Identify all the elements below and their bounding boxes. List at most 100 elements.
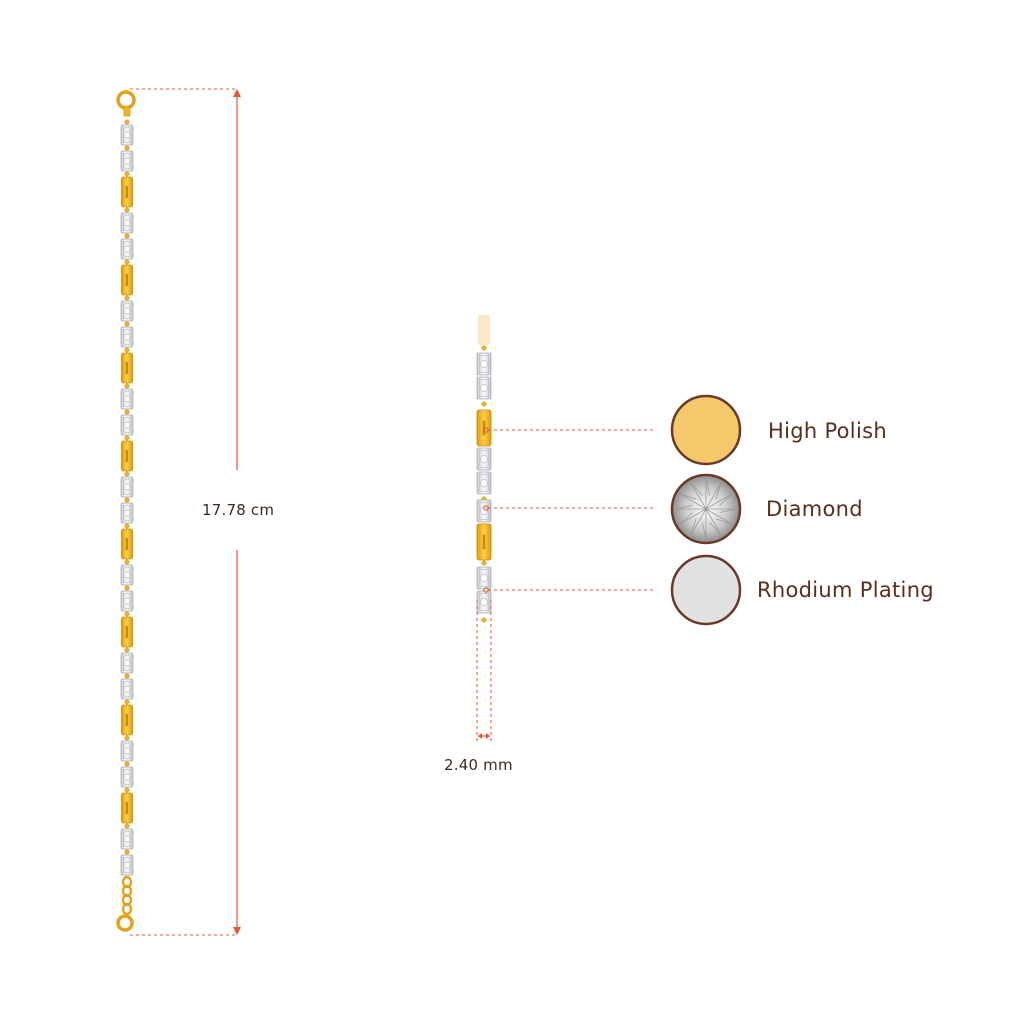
diamond-setting (479, 474, 489, 492)
diamond-facet-edge (701, 522, 707, 540)
lobster-clasp (116, 90, 136, 110)
diamond-facet-line (690, 508, 707, 536)
gold-link-detail (125, 802, 129, 814)
legend-label-diamond: Diamond (766, 497, 863, 521)
bracelet-full-view (116, 90, 136, 932)
diamond-setting (123, 831, 131, 847)
gold-link-detail (125, 450, 129, 462)
diamond-facet-edge (675, 504, 693, 510)
diamond-setting (479, 502, 489, 520)
leader-rhodium-dot (483, 587, 489, 593)
chain-connector (124, 145, 130, 151)
gold-link-detail (125, 626, 129, 638)
diamond-stone (123, 685, 131, 693)
chain-connector (124, 673, 130, 679)
chain-connector (124, 383, 130, 389)
gold-link-detail (125, 186, 129, 198)
diamond-stone (123, 509, 131, 517)
diamond-setting (123, 769, 131, 785)
diamond-setting (123, 743, 131, 759)
diamond-stone (123, 773, 131, 781)
diamond-setting (123, 215, 131, 231)
diamond-facet-line (690, 482, 707, 510)
diamond-facet-edge (690, 518, 697, 536)
diamond-stone (123, 747, 131, 755)
gold-link-detail (125, 274, 129, 286)
diamond-stone (123, 835, 131, 843)
diamond-stone (480, 360, 488, 368)
diamond-setting (123, 391, 131, 407)
diamond-setting (123, 303, 131, 319)
diamond-stone (123, 421, 131, 429)
length-arrow-top (233, 89, 241, 97)
rhodium-plating-swatch (670, 554, 742, 626)
chain-connector (124, 171, 130, 177)
chain-top-fade (478, 315, 490, 345)
diamond-setting (123, 505, 131, 521)
diamond-stone (480, 598, 488, 606)
diamond-facet-line (705, 493, 733, 510)
diamond-setting (123, 417, 131, 433)
diamond-stone (123, 571, 131, 579)
diamond-setting (479, 355, 489, 373)
chain-connector (124, 761, 130, 767)
diamond-facet-edge (679, 512, 693, 525)
diamond-stone (123, 483, 131, 491)
chain-connector (124, 849, 130, 855)
diamond-facet-edge (715, 518, 733, 525)
leader-diamond-dot (483, 505, 489, 511)
width-arrow-right (486, 733, 490, 739)
gold-link-detail (482, 534, 486, 550)
diamond-facet-line (705, 508, 722, 536)
gold-link-detail (125, 362, 129, 374)
legend-label-rhodium-plating: Rhodium Plating (757, 578, 934, 602)
chain-connector (124, 523, 130, 529)
length-label: 17.78 cm (202, 501, 275, 519)
width-dimension (476, 600, 492, 742)
chain-connector (124, 787, 130, 793)
chain-connector (124, 823, 130, 829)
chain-connector (124, 409, 130, 415)
diamond-stone (480, 479, 488, 487)
diamond-stone (123, 131, 131, 139)
chain-connector (481, 401, 487, 407)
diamond-stone (480, 384, 488, 392)
bracelet-closeup-view (476, 315, 492, 623)
chain-connector (124, 295, 130, 301)
chain-connector (481, 560, 487, 566)
diamond-setting (123, 241, 131, 257)
diamond-setting (123, 479, 131, 495)
chain-connector (481, 345, 487, 351)
chain-connector (481, 617, 487, 623)
chain-loop (121, 902, 133, 916)
chain-connector (124, 559, 130, 565)
diamond-setting (123, 593, 131, 609)
diamond-setting (479, 593, 489, 611)
chain-connector (124, 647, 130, 653)
diamond-setting (123, 153, 131, 169)
diamond-stone (123, 333, 131, 341)
width-arrow-left (478, 733, 482, 739)
diamond-stone (123, 597, 131, 605)
diamond-stone (123, 307, 131, 315)
gold-link-detail (482, 420, 486, 436)
chain-connector (124, 699, 130, 705)
length-dimension (130, 88, 241, 936)
diamond-facet-line (705, 482, 722, 510)
diamond-facet-line (679, 493, 707, 510)
diamond-stone (123, 395, 131, 403)
diamond-stone (480, 455, 488, 463)
diamond-stone (123, 219, 131, 227)
diamond-stone (123, 245, 131, 253)
chain-connector (124, 119, 130, 125)
diamond-setting (123, 567, 131, 583)
diamond-setting (479, 569, 489, 587)
diamond-setting (123, 655, 131, 671)
diamond-facet-edge (705, 478, 711, 496)
chain-connector (124, 321, 130, 327)
legend-leaders (483, 427, 655, 593)
gold-link-detail (125, 714, 129, 726)
diamond-facet-edge (709, 522, 722, 536)
legend-label-high-polish: High Polish (768, 419, 887, 443)
